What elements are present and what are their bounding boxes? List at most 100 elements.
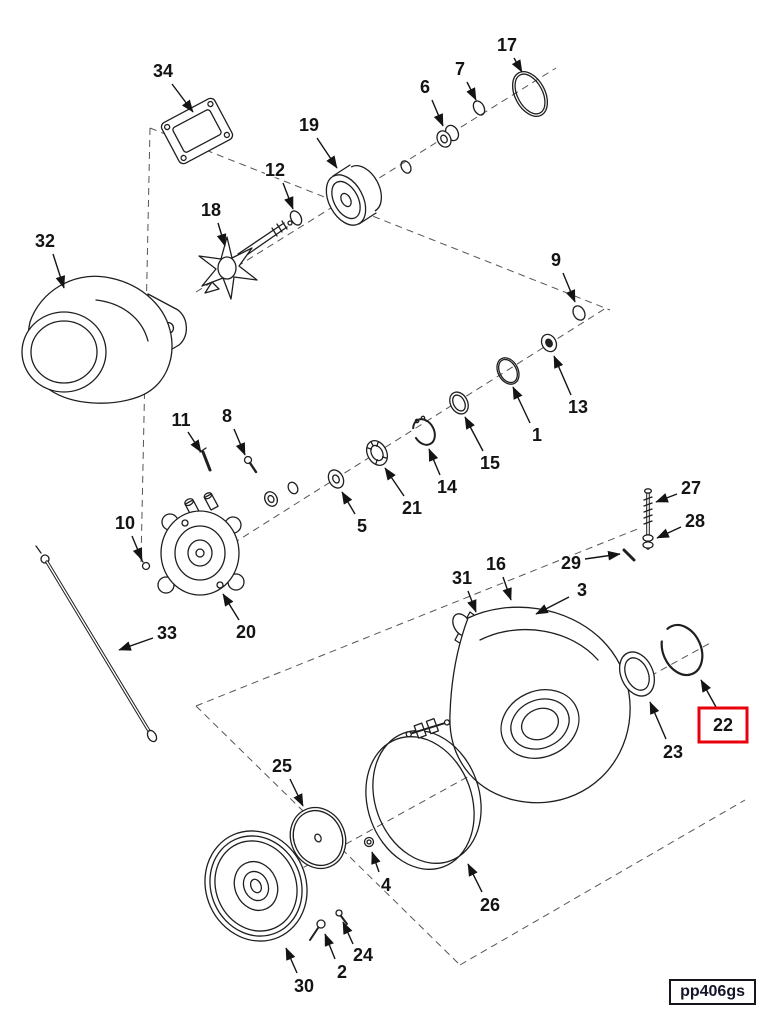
callout-3[interactable]: 3 [535, 579, 589, 615]
callout-label-22[interactable]: 22 [712, 714, 735, 737]
callout-arrow-22 [700, 679, 717, 708]
part-14-snap-ring-icon [412, 415, 436, 446]
callout-arrow-10 [131, 535, 143, 561]
callout-20[interactable]: 20 [222, 593, 258, 644]
callout-label-30[interactable]: 30 [293, 975, 316, 998]
callout-11[interactable]: 11 [170, 409, 202, 453]
callout-label-13[interactable]: 13 [567, 396, 590, 419]
callout-label-23[interactable]: 23 [662, 741, 685, 764]
callout-32[interactable]: 32 [34, 230, 65, 289]
callout-label-5[interactable]: 5 [356, 515, 369, 538]
callout-label-17[interactable]: 17 [496, 34, 519, 57]
callout-arrow-12 [282, 182, 294, 210]
callout-7[interactable]: 7 [454, 58, 477, 101]
callout-label-2[interactable]: 2 [336, 961, 349, 984]
callout-4[interactable]: 4 [371, 851, 393, 897]
callout-label-7[interactable]: 7 [454, 58, 467, 81]
part-31-compressor-housing-icon [449, 606, 631, 804]
callout-label-16[interactable]: 16 [485, 553, 508, 576]
callout-label-14[interactable]: 14 [436, 476, 459, 499]
callout-arrow-13 [553, 355, 572, 396]
callout-label-33[interactable]: 33 [156, 622, 179, 645]
callout-label-10[interactable]: 10 [114, 512, 137, 535]
callout-9[interactable]: 9 [550, 249, 576, 303]
callout-arrow-27 [655, 493, 678, 503]
callout-5[interactable]: 5 [341, 491, 369, 538]
callout-arrow-18 [216, 222, 227, 247]
callout-22[interactable]: 22 [697, 679, 749, 744]
callout-25[interactable]: 25 [271, 755, 304, 807]
callout-label-18[interactable]: 18 [200, 199, 223, 222]
callout-arrow-25 [289, 778, 304, 807]
callout-label-3[interactable]: 3 [576, 579, 589, 602]
callout-21[interactable]: 21 [384, 467, 424, 520]
part-1-oring-icon [496, 357, 520, 385]
callout-label-34[interactable]: 34 [152, 60, 175, 83]
callout-label-9[interactable]: 9 [550, 249, 563, 272]
callout-15[interactable]: 15 [464, 416, 502, 475]
part-12-ring-icon [289, 210, 303, 226]
part-15-ring-icon [449, 391, 469, 415]
callout-label-29[interactable]: 29 [560, 552, 583, 575]
callout-23[interactable]: 23 [649, 701, 685, 764]
part-18-turbine-shaft-icon [198, 220, 293, 300]
callout-14[interactable]: 14 [428, 448, 459, 499]
callout-8[interactable]: 8 [221, 405, 246, 456]
callout-label-8[interactable]: 8 [221, 405, 234, 428]
callout-24[interactable]: 24 [342, 921, 375, 967]
callout-arrow-3 [535, 596, 570, 615]
callout-arrow-23 [649, 701, 667, 740]
part-25-backplate-icon [289, 806, 347, 871]
callout-arrow-34 [171, 83, 194, 113]
callout-31[interactable]: 31 [451, 567, 477, 613]
callout-label-24[interactable]: 24 [352, 944, 375, 967]
callout-label-12[interactable]: 12 [264, 159, 287, 182]
callout-27[interactable]: 27 [655, 477, 703, 503]
callout-arrow-33 [118, 637, 154, 651]
callout-arrow-11 [187, 431, 202, 453]
callout-label-20[interactable]: 20 [235, 621, 258, 644]
callout-label-27[interactable]: 27 [680, 477, 703, 500]
callout-13[interactable]: 13 [553, 355, 590, 419]
callout-label-32[interactable]: 32 [34, 230, 57, 253]
part-17-oring-icon [511, 71, 549, 117]
callout-arrow-7 [466, 81, 477, 101]
callout-29[interactable]: 29 [560, 550, 621, 575]
callout-1[interactable]: 1 [512, 386, 544, 447]
callout-arrow-15 [464, 416, 484, 452]
callout-28[interactable]: 28 [656, 510, 707, 539]
callout-label-19[interactable]: 19 [298, 114, 321, 137]
callout-label-26[interactable]: 26 [479, 894, 502, 917]
part-nut-icon [263, 491, 279, 507]
callout-16[interactable]: 16 [485, 553, 512, 601]
callout-26[interactable]: 26 [467, 863, 502, 917]
callout-34[interactable]: 34 [152, 60, 194, 113]
part-13-washer-icon [540, 333, 558, 353]
callout-30[interactable]: 30 [285, 947, 316, 998]
callout-10[interactable]: 10 [114, 512, 143, 561]
callout-label-31[interactable]: 31 [451, 567, 474, 590]
part-24-pin-icon [335, 909, 348, 925]
callout-33[interactable]: 33 [118, 622, 179, 651]
callout-18[interactable]: 18 [200, 199, 227, 247]
callout-6[interactable]: 6 [419, 76, 444, 127]
callout-label-4[interactable]: 4 [380, 874, 393, 897]
callout-label-15[interactable]: 15 [479, 452, 502, 475]
part-32-turbine-housing-icon [21, 275, 188, 404]
callout-19[interactable]: 19 [298, 114, 338, 169]
callout-arrow-19 [316, 137, 338, 169]
callout-label-1[interactable]: 1 [531, 424, 544, 447]
callout-label-11[interactable]: 11 [170, 409, 192, 432]
callout-label-25[interactable]: 25 [271, 755, 294, 778]
callout-label-28[interactable]: 28 [684, 510, 707, 533]
callout-arrow-32 [52, 253, 65, 289]
part-ring-icon [400, 160, 412, 174]
callout-17[interactable]: 17 [496, 34, 523, 73]
diagram-code-badge: pp406gs [669, 979, 756, 1005]
part-26-vband-clamp-icon [365, 718, 482, 870]
callout-label-6[interactable]: 6 [419, 76, 432, 99]
callout-2[interactable]: 2 [324, 933, 349, 984]
callout-12[interactable]: 12 [264, 159, 294, 210]
callout-label-21[interactable]: 21 [401, 497, 424, 520]
